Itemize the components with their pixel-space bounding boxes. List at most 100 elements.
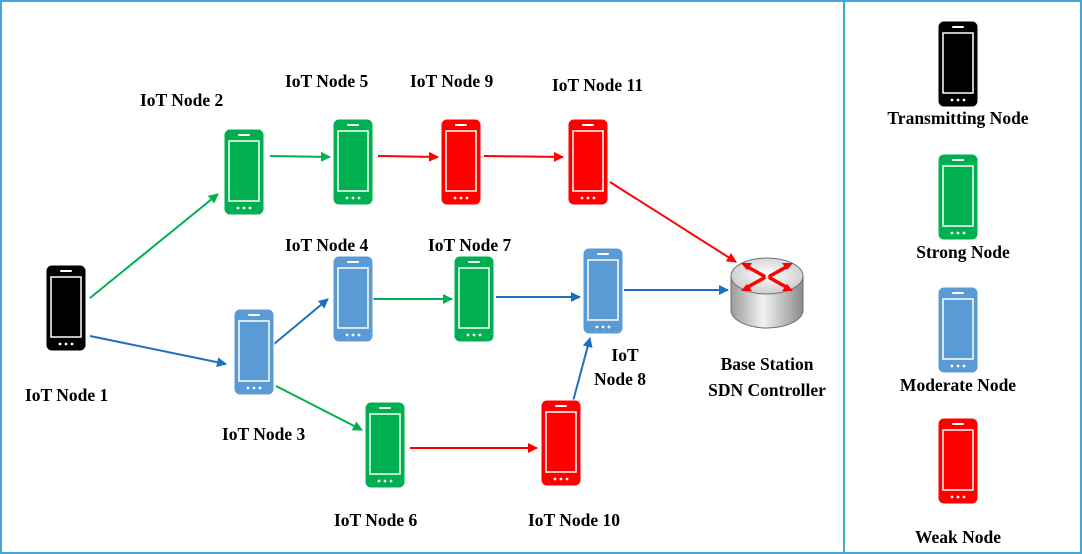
- phone-icon-n9-screen: [445, 130, 477, 192]
- phone-icon-n2-screen: [228, 140, 260, 202]
- edges-layer: [89, 151, 737, 453]
- legend-strong-label: Strong Node: [916, 242, 1010, 262]
- phone-icon-n7-body: [453, 255, 495, 343]
- node-label-3: IoT Node 3: [222, 424, 306, 444]
- edge-n11-to-base: [609, 181, 737, 263]
- legend-moderate-phone-icon-button-dot: [962, 364, 966, 368]
- phone-icon-n5-body: [332, 118, 374, 206]
- phone-icon-n3-body: [233, 308, 275, 396]
- phone-icon-n8-button-dot: [601, 325, 605, 329]
- edge-n1-to-n3: [89, 335, 227, 368]
- node-label-8-line2: Node 8: [593, 369, 647, 389]
- phone-icon-n1-speaker: [60, 270, 72, 272]
- phone-icon-n10-screen: [545, 411, 577, 473]
- phone-icon-n3-screen: [238, 320, 270, 382]
- phone-icon-n9-button-dot: [453, 196, 457, 200]
- legend-weak-label: Weak Node: [914, 527, 1002, 547]
- nodes-layer: [45, 20, 979, 505]
- phone-icon-n11-speaker: [582, 124, 594, 126]
- phone-icon-n11-body: [567, 118, 609, 206]
- phone-icon-n10-body: [540, 399, 582, 487]
- phone-icon-n5-screen: [337, 130, 369, 192]
- phone-icon-n3-speaker: [248, 314, 260, 316]
- phone-icon-n6-screen: [369, 413, 401, 475]
- node-label-8-line1: IoT: [611, 345, 639, 365]
- node-label-9: IoT Node 9: [410, 71, 494, 91]
- legend-strong-phone-icon-button-dot: [950, 231, 954, 235]
- legend-moderate-label: Moderate Node: [899, 375, 1017, 395]
- legend-transmitting-label: Transmitting Node: [887, 108, 1029, 128]
- phone-icon-n1-button-dot: [70, 342, 74, 346]
- phone-icon-n3: [233, 308, 275, 396]
- legend-moderate-phone-icon: [937, 286, 979, 374]
- phone-icon-n5-button-dot: [351, 196, 355, 200]
- phone-icon-n5-speaker: [347, 124, 359, 126]
- legend-weak-phone-icon-button-dot: [962, 495, 966, 499]
- phone-icon-n2: [223, 128, 265, 216]
- phone-icon-n11: [567, 118, 609, 206]
- phone-icon-n4-button-dot: [345, 333, 349, 337]
- phone-icon-n6-body: [364, 401, 406, 489]
- legend-strong-phone-icon-screen: [942, 165, 974, 227]
- edge-n10-to-n8: [571, 337, 593, 406]
- phone-icon-n10-button-dot: [553, 477, 557, 481]
- phone-icon-n6: [364, 401, 406, 489]
- legend-transmitting-phone-icon-body: [937, 20, 979, 108]
- phone-icon-n7-button-dot: [478, 333, 482, 337]
- legend-weak-phone-icon-body: [937, 417, 979, 505]
- node-label-11: IoT Node 11: [552, 75, 644, 95]
- legend-moderate-phone-icon-body: [937, 286, 979, 374]
- phone-icon-n9: [440, 118, 482, 206]
- phone-icon-n10: [540, 399, 582, 487]
- phone-icon-n10-button-dot: [559, 477, 563, 481]
- phone-icon-n5-button-dot: [357, 196, 361, 200]
- legend-weak-phone-icon-speaker: [952, 423, 964, 425]
- phone-icon-n2-button-dot: [242, 206, 246, 210]
- legend-strong-phone-icon-button-dot: [962, 231, 966, 235]
- phone-icon-n1-screen: [50, 276, 82, 338]
- phone-icon-n11-screen: [572, 130, 604, 192]
- phone-icon-n9-speaker: [455, 124, 467, 126]
- phone-icon-n5-button-dot: [345, 196, 349, 200]
- phone-icon-n5: [332, 118, 374, 206]
- node-label-6: IoT Node 6: [334, 510, 418, 530]
- phone-icon-n1: [45, 264, 87, 352]
- phone-icon-n4-screen: [337, 267, 369, 329]
- legend-weak-phone-icon-screen: [942, 429, 974, 491]
- legend-transmitting-phone-icon-speaker: [952, 26, 964, 28]
- legend-moderate-phone-icon-button-dot: [950, 364, 954, 368]
- base-station-router-icon: [730, 257, 804, 329]
- phone-icon-n8-speaker: [597, 253, 609, 255]
- phone-icon-n10-button-dot: [565, 477, 569, 481]
- phone-icon-n8-button-dot: [607, 325, 611, 329]
- legend-transmitting-phone-icon-screen: [942, 32, 974, 94]
- phone-icon-n7-speaker: [468, 261, 480, 263]
- legend-weak-phone-icon-button-dot: [950, 495, 954, 499]
- phone-icon-n9-button-dot: [459, 196, 463, 200]
- edge-n3-to-n6: [275, 385, 363, 431]
- legend-divider: [843, 0, 845, 554]
- phone-icon-n4-button-dot: [351, 333, 355, 337]
- legend-transmitting-phone-icon-button-dot: [962, 98, 966, 102]
- phone-icon-n8-body: [582, 247, 624, 335]
- legend-weak-phone-icon-button-dot: [956, 495, 960, 499]
- node-label-7: IoT Node 7: [428, 235, 512, 255]
- edge-n9-to-n11: [483, 151, 564, 162]
- node-label-10: IoT Node 10: [528, 510, 621, 530]
- phone-icon-n2-speaker: [238, 134, 250, 136]
- legend-transmitting-phone-icon-button-dot: [956, 98, 960, 102]
- phone-icon-n4-speaker: [347, 261, 359, 263]
- phone-icon-n11-button-dot: [580, 196, 584, 200]
- phone-icon-n9-body: [440, 118, 482, 206]
- phone-icon-n7: [453, 255, 495, 343]
- phone-icon-n7-button-dot: [472, 333, 476, 337]
- edge-n5-to-n9: [377, 151, 439, 162]
- phone-icon-n1-body: [45, 264, 87, 352]
- legend-strong-phone-icon-body: [937, 153, 979, 241]
- legend-moderate-phone-icon-screen: [942, 298, 974, 360]
- legend-strong-phone-icon-button-dot: [956, 231, 960, 235]
- base-station-label-line2: SDN Controller: [708, 380, 826, 400]
- node-label-2: IoT Node 2: [140, 90, 224, 110]
- legend-weak-phone-icon: [937, 417, 979, 505]
